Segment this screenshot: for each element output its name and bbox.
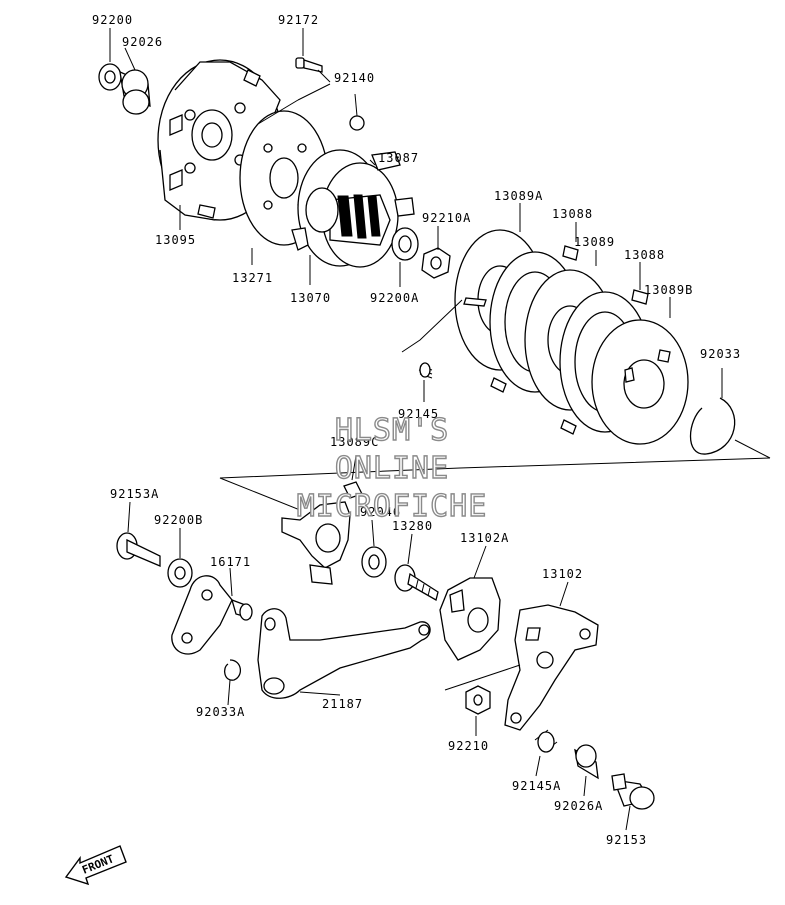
label-92046: 92046	[360, 505, 401, 519]
screw-92172	[295, 57, 323, 73]
spring-92145	[418, 362, 433, 379]
leader-92210-line	[444, 664, 521, 691]
label-92026: 92026	[122, 35, 163, 49]
label-92200A: 92200A	[370, 291, 419, 305]
label-92210: 92210	[448, 739, 489, 753]
watermark-line-1: HLSM'S	[335, 413, 449, 448]
label-13102: 13102	[542, 567, 583, 581]
label-13089C: 13089C	[330, 435, 379, 449]
label-92145A: 92145A	[512, 779, 561, 793]
bracket-13102	[504, 604, 599, 731]
label-92033A: 92033A	[196, 705, 245, 719]
circlip-92033	[690, 397, 736, 455]
label-92145: 92145	[398, 407, 439, 421]
label-92210A: 92210A	[422, 211, 471, 225]
collar-92026A	[574, 744, 599, 780]
separator-line	[219, 457, 771, 511]
washer-92200	[98, 63, 122, 91]
label-13070: 13070	[290, 291, 331, 305]
label-92153: 92153	[606, 833, 647, 847]
hub-13070	[291, 149, 415, 268]
label-13271: 13271	[232, 271, 273, 285]
watermark: HLSM'S ONLINE MICROFICHE	[296, 412, 488, 524]
label-13095: 13095	[155, 233, 196, 247]
washer-92200A	[391, 227, 419, 261]
lever-21187	[257, 608, 431, 699]
nut-92210A	[421, 247, 451, 279]
bolt-92153	[611, 773, 655, 810]
label-13087: 13087	[378, 151, 419, 165]
label-21187: 21187	[322, 697, 363, 711]
arm-16171	[171, 575, 253, 655]
label-92200: 92200	[92, 13, 133, 27]
screw-13280	[394, 564, 439, 601]
label-13280: 13280	[392, 519, 433, 533]
clip-92033A	[223, 659, 241, 681]
bracket-13089C	[281, 481, 363, 585]
bolt-92153A	[116, 532, 161, 567]
watermark-line-3: MICROFICHE	[297, 489, 488, 524]
label-92200B: 92200B	[154, 513, 203, 527]
label-92172: 92172	[278, 13, 319, 27]
clutch-housing-13095	[157, 59, 283, 221]
label-13102A: 13102A	[460, 531, 509, 545]
label-13088a: 13088	[552, 207, 593, 221]
label-92140: 92140	[334, 71, 375, 85]
label-92153A: 92153A	[110, 487, 159, 501]
label-13089A: 13089A	[494, 189, 543, 203]
collar-92026	[119, 69, 151, 115]
leader-lines-top	[109, 28, 771, 459]
spring-92145A	[534, 729, 558, 753]
label-13089: 13089	[574, 235, 615, 249]
ball-92140	[349, 115, 365, 131]
leader-lines-bottom	[127, 455, 631, 831]
washer-92200B	[167, 558, 193, 588]
label-16171: 16171	[210, 555, 251, 569]
cam-13102A	[439, 577, 501, 661]
label-13089B: 13089B	[644, 283, 693, 297]
label-92026A: 92026A	[554, 799, 603, 813]
part-labels: 92200 92026 92172 92140 13087 13095 9221…	[92, 13, 741, 847]
label-92033: 92033	[700, 347, 741, 361]
washer-92046	[361, 546, 387, 578]
nut-92210	[465, 685, 491, 715]
front-arrow-icon: FRONT	[64, 845, 127, 886]
plate-13089B	[591, 319, 689, 445]
label-13088b: 13088	[624, 248, 665, 262]
watermark-line-2: ONLINE	[335, 451, 449, 486]
